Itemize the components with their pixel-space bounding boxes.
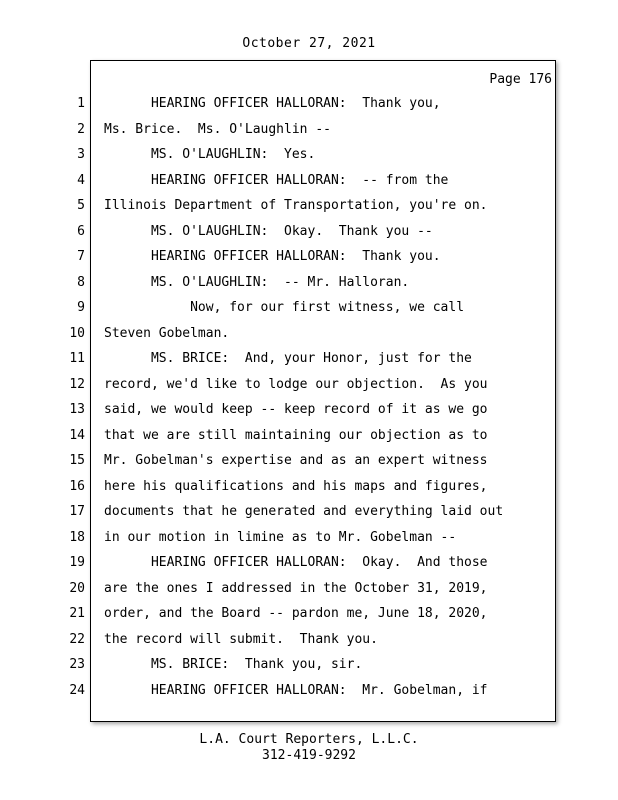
transcript-line: 1 HEARING OFFICER HALLORAN: Thank you, xyxy=(0,91,618,117)
line-number: 22 xyxy=(69,631,85,647)
transcript-line: 15 Mr. Gobelman's expertise and as an exp… xyxy=(0,448,618,474)
line-number: 14 xyxy=(69,427,85,443)
transcript-line: 23 MS. BRICE: Thank you, sir. xyxy=(0,652,618,678)
transcript-line: 3 MS. O'LAUGHLIN: Yes. xyxy=(0,142,618,168)
line-text: HEARING OFFICER HALLORAN: Mr. Gobelman, … xyxy=(104,682,488,698)
line-text: MS. O'LAUGHLIN: Okay. Thank you -- xyxy=(104,223,433,239)
transcript-line: 22 the record will submit. Thank you. xyxy=(0,627,618,653)
line-text: MS. O'LAUGHLIN: Yes. xyxy=(104,147,316,162)
line-text: HEARING OFFICER HALLORAN: Thank you. xyxy=(104,249,441,264)
transcript-line: 11 MS. BRICE: And, your Honor, just for … xyxy=(0,346,618,372)
transcript-line: 24 HEARING OFFICER HALLORAN: Mr. Gobelma… xyxy=(0,678,618,704)
line-text: Now, for our first witness, we call xyxy=(104,300,465,315)
line-number: 3 xyxy=(77,147,85,162)
transcript-line: 7 HEARING OFFICER HALLORAN: Thank you. xyxy=(0,244,618,270)
line-number: 17 xyxy=(69,504,85,519)
transcript-line: 10 Steven Gobelman. xyxy=(0,321,618,347)
line-text: in our motion in limine as to Mr. Gobelm… xyxy=(104,529,457,545)
line-text: record, we'd like to lodge our objection… xyxy=(104,376,488,392)
line-text: said, we would keep -- keep record of it… xyxy=(104,402,488,417)
transcript-line: 19 HEARING OFFICER HALLORAN: Okay. And t… xyxy=(0,550,618,576)
line-number: 19 xyxy=(69,555,85,570)
line-number: 5 xyxy=(77,198,85,213)
line-text: documents that he generated and everythi… xyxy=(104,504,504,519)
line-text: Mr. Gobelman's expertise and as an exper… xyxy=(104,453,488,468)
transcript-line: 21 order, and the Board -- pardon me, Jun… xyxy=(0,601,618,627)
line-number: 8 xyxy=(77,274,85,290)
transcript-line: 20 are the ones I addressed in the Octobe… xyxy=(0,576,618,602)
line-text: HEARING OFFICER HALLORAN: -- from the xyxy=(104,172,449,188)
line-text: the record will submit. Thank you. xyxy=(104,631,378,647)
line-number: 4 xyxy=(77,172,85,188)
line-text: MS. BRICE: And, your Honor, just for the xyxy=(104,351,472,366)
line-number: 16 xyxy=(69,478,85,494)
transcript-line: 12 record, we'd like to lodge our objecti… xyxy=(0,372,618,398)
transcript-line: 13 said, we would keep -- keep record of … xyxy=(0,397,618,423)
transcript-line: 17 documents that he generated and everyt… xyxy=(0,499,618,525)
line-number: 10 xyxy=(69,325,85,341)
line-text: Steven Gobelman. xyxy=(104,325,230,341)
line-text: order, and the Board -- pardon me, June … xyxy=(104,606,488,621)
transcript-line: 8 MS. O'LAUGHLIN: -- Mr. Halloran. xyxy=(0,270,618,296)
line-number: 13 xyxy=(69,402,85,417)
transcript-line: 5 Illinois Department of Transportation, … xyxy=(0,193,618,219)
transcript-line: 4 HEARING OFFICER HALLORAN: -- from the xyxy=(0,168,618,194)
transcript-line: 14 that we are still maintaining our obje… xyxy=(0,423,618,449)
footer-company: L.A. Court Reporters, L.L.C. xyxy=(199,732,419,747)
line-text: MS. BRICE: Thank you, sir. xyxy=(104,657,363,672)
transcript-line: 6 MS. O'LAUGHLIN: Okay. Thank you -- xyxy=(0,219,618,245)
line-number: 23 xyxy=(69,657,85,672)
footer: L.A. Court Reporters, L.L.C. 312-419-929… xyxy=(0,732,618,764)
line-text: that we are still maintaining our object… xyxy=(104,427,488,443)
line-number: 20 xyxy=(69,580,85,596)
line-number: 7 xyxy=(77,249,85,264)
transcript-line: 9 Now, for our first witness, we call xyxy=(0,295,618,321)
line-number: 2 xyxy=(77,121,85,137)
line-number: 15 xyxy=(69,453,85,468)
line-text: are the ones I addressed in the October … xyxy=(104,580,488,596)
line-number: 6 xyxy=(77,223,85,239)
transcript-line: 16 here his qualifications and his maps a… xyxy=(0,474,618,500)
line-number: 18 xyxy=(69,529,85,545)
line-text: here his qualifications and his maps and… xyxy=(104,478,488,494)
line-text: HEARING OFFICER HALLORAN: Thank you, xyxy=(104,96,441,111)
line-number: 9 xyxy=(77,300,85,315)
transcript-line: 18 in our motion in limine as to Mr. Gobe… xyxy=(0,525,618,551)
line-number: 24 xyxy=(69,682,85,698)
line-number: 21 xyxy=(69,606,85,621)
line-text: Ms. Brice. Ms. O'Laughlin -- xyxy=(104,121,331,137)
transcript-line: 2 Ms. Brice. Ms. O'Laughlin -- xyxy=(0,117,618,143)
line-number: 1 xyxy=(77,96,85,111)
page-border xyxy=(90,60,556,722)
page-number-label: Page 176 xyxy=(489,72,552,87)
line-text: HEARING OFFICER HALLORAN: Okay. And thos… xyxy=(104,555,488,570)
footer-phone: 312-419-9292 xyxy=(262,748,356,763)
transcript-date: October 27, 2021 xyxy=(242,36,376,51)
line-text: MS. O'LAUGHLIN: -- Mr. Halloran. xyxy=(104,274,410,290)
line-text: Illinois Department of Transportation, y… xyxy=(104,198,488,213)
line-number: 11 xyxy=(69,351,85,366)
line-number: 12 xyxy=(69,376,85,392)
